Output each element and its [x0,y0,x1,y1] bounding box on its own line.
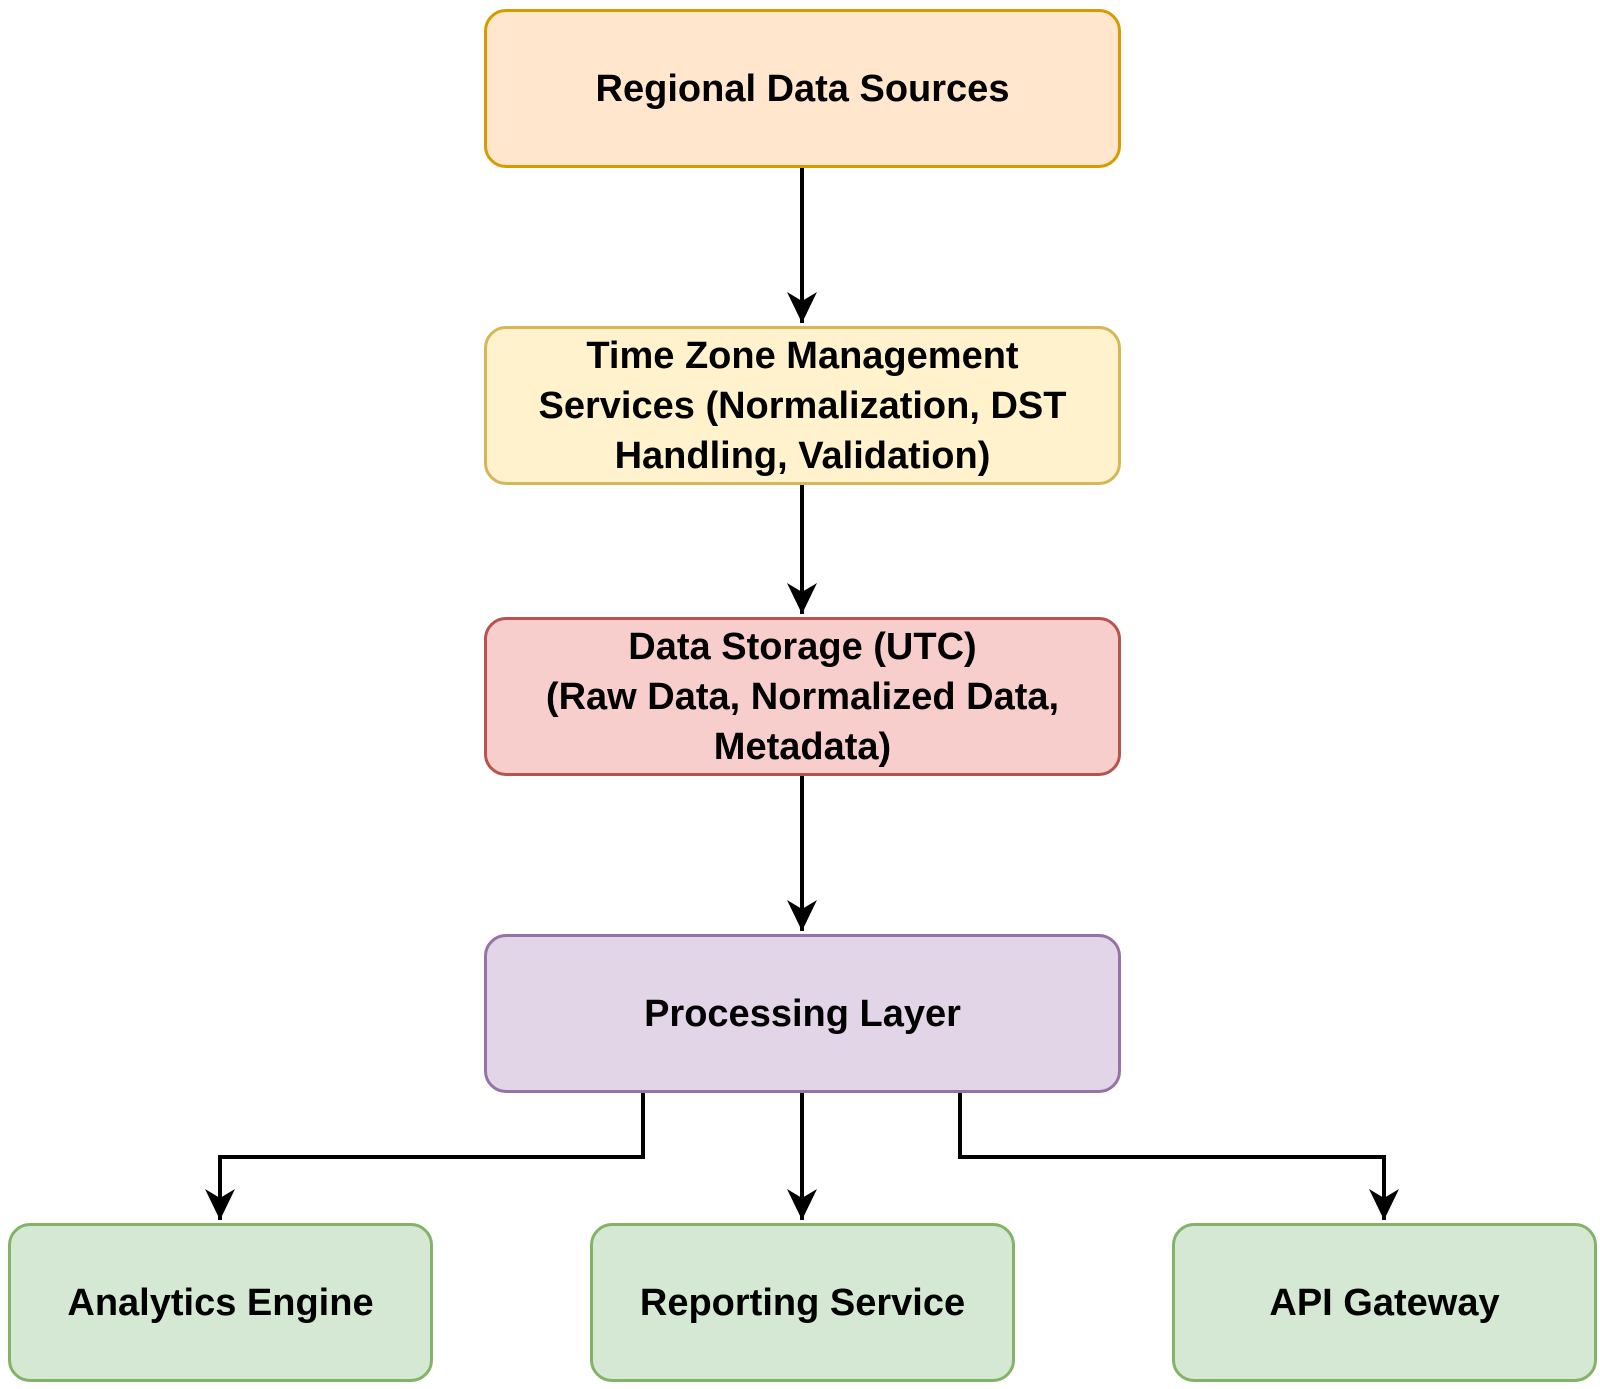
node-api-gateway: API Gateway [1172,1223,1597,1382]
node-label: Reporting Service [639,1281,966,1324]
edge-proc-to-api [958,1093,1386,1220]
node-label: Data Storage (UTC) (Raw Data, Normalized… [545,625,1060,768]
node-label: Time Zone Management Services (Normaliza… [538,334,1067,477]
arrowhead [205,1189,235,1220]
node-processing-layer: Processing Layer [484,934,1121,1093]
node-time-zone-management: Time Zone Management Services (Normaliza… [484,326,1121,485]
edge-proc-to-analytics [218,1093,645,1220]
node-reporting-service: Reporting Service [590,1223,1015,1382]
node-label: API Gateway [1269,1281,1500,1324]
node-data-storage: Data Storage (UTC) (Raw Data, Normalized… [484,617,1121,776]
arrowhead [787,583,817,614]
arrowhead [787,900,817,931]
node-regional-data-sources: Regional Data Sources [484,9,1121,168]
arrowhead [787,1189,817,1220]
arrowhead [1369,1189,1399,1220]
node-label: Processing Layer [644,992,961,1035]
node-analytics-engine: Analytics Engine [8,1223,433,1382]
node-label: Analytics Engine [67,1281,374,1324]
arrowhead [787,292,817,323]
node-label: Regional Data Sources [595,67,1010,110]
